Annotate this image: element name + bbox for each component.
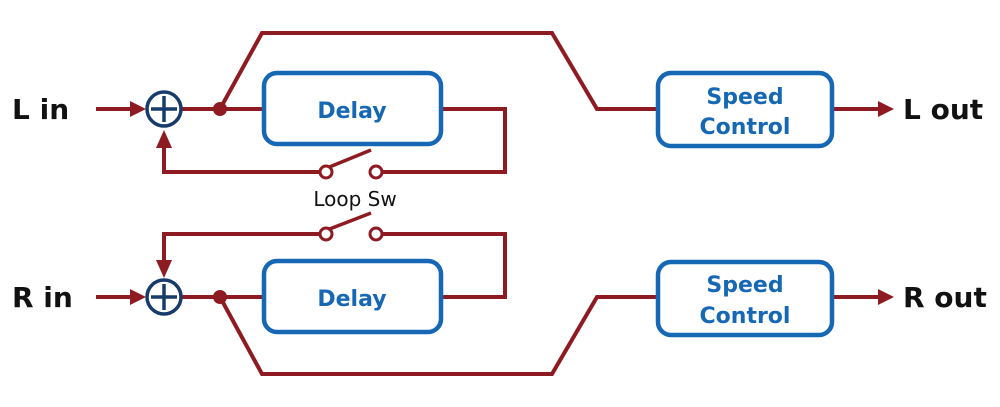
right-delay-label: Delay xyxy=(317,287,386,312)
left-bypass-wire xyxy=(218,31,658,111)
right-loop-switch-terminal-a xyxy=(318,226,334,242)
left-split-node xyxy=(213,102,227,116)
loop-switch-label: Loop Sw xyxy=(313,187,396,211)
left-delay-block[interactable] xyxy=(261,70,444,147)
left-channel: L in Delay Speed Control L out xyxy=(12,31,983,180)
left-delay-label: Delay xyxy=(317,99,386,124)
left-input-label: L in xyxy=(12,93,69,126)
left-speed-control-block[interactable] xyxy=(655,70,835,149)
right-speed-control-label-line1: Speed xyxy=(706,273,783,298)
left-loop-switch-terminal-b xyxy=(368,164,384,180)
left-feedback-wire-a xyxy=(376,107,507,174)
right-feedback-wire-a xyxy=(376,232,507,299)
right-split-node xyxy=(213,290,227,304)
right-output-label: R out xyxy=(903,281,987,314)
right-speed-control-label-line2: Control xyxy=(700,304,791,329)
right-input-arrow xyxy=(130,289,146,305)
right-feedback-wire-b xyxy=(162,232,326,262)
left-speed-control-label-line2: Control xyxy=(700,115,791,140)
right-speed-control-block[interactable] xyxy=(655,259,835,338)
left-loop-switch-blade[interactable] xyxy=(326,148,372,170)
right-feedback-arrow xyxy=(156,260,172,278)
right-loop-switch-terminal-b xyxy=(368,226,384,242)
right-loop-switch-blade[interactable] xyxy=(326,211,372,232)
left-input-arrow xyxy=(130,101,146,117)
right-delay-block[interactable] xyxy=(261,258,444,335)
left-feedback-arrow xyxy=(156,130,172,148)
left-loop-switch-terminal-a xyxy=(318,164,334,180)
left-output-arrow xyxy=(878,101,894,117)
right-output-arrow xyxy=(878,289,894,305)
left-output-label: L out xyxy=(903,93,983,126)
right-bypass-wire xyxy=(218,295,658,376)
left-speed-control-label-line1: Speed xyxy=(706,85,783,110)
right-input-label: R in xyxy=(12,281,73,314)
left-feedback-wire-b xyxy=(162,146,326,174)
right-channel: R in Delay Speed Control R out xyxy=(12,211,987,376)
